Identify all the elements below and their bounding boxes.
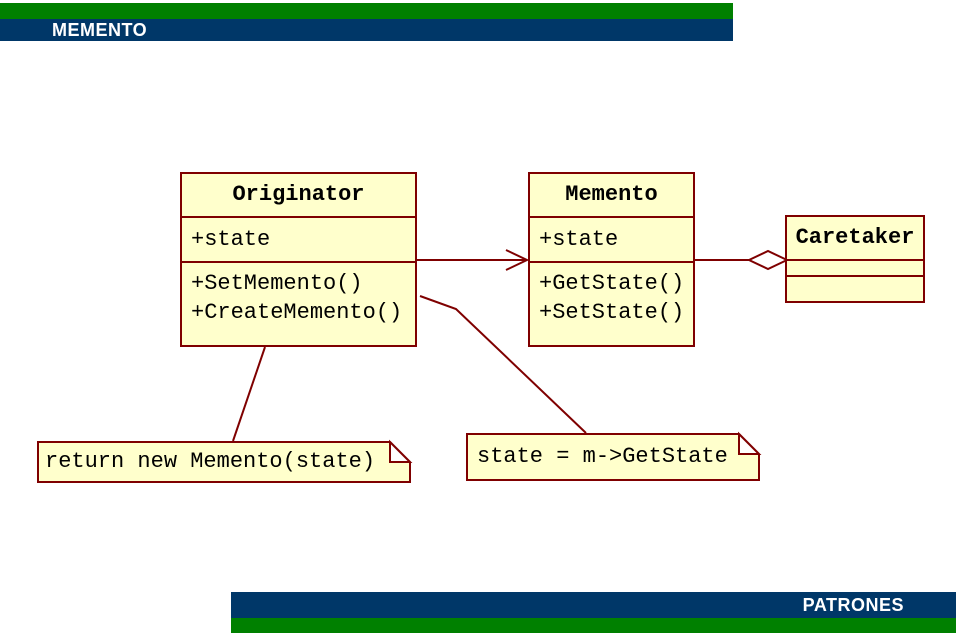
note2-anchor-line xyxy=(419,295,587,434)
class-title: Originator xyxy=(182,174,415,218)
class-box-memento: Memento +state +GetState() +SetState() xyxy=(528,172,695,347)
class-attribute: +state xyxy=(530,218,693,263)
bottom-navy-bar xyxy=(231,592,956,618)
top-navy-bar xyxy=(0,19,733,41)
note1-shape xyxy=(37,441,411,483)
class-box-caretaker: Caretaker xyxy=(785,215,925,303)
aggregation-diamond-icon xyxy=(746,249,790,271)
note-text: state = m->GetState xyxy=(477,444,728,469)
class-attribute: +state xyxy=(182,218,415,263)
page-title: MEMENTO xyxy=(52,20,148,40)
note2-fold-icon xyxy=(738,431,762,455)
note-text: return new Memento(state) xyxy=(45,449,376,474)
class-empty-methods xyxy=(787,277,923,361)
top-green-bar xyxy=(0,3,733,19)
class-title: Memento xyxy=(530,174,693,218)
note1-fold-icon xyxy=(389,439,413,463)
open-arrowhead-icon xyxy=(505,249,530,271)
class-box-originator: Originator +state +SetMemento() +CreateM… xyxy=(180,172,417,347)
note1-anchor-line xyxy=(232,346,266,442)
bottom-green-bar xyxy=(231,618,956,633)
class-methods: +SetMemento() +CreateMemento() xyxy=(182,263,415,327)
class-method: +CreateMemento() xyxy=(191,300,403,325)
class-title: Caretaker xyxy=(787,217,923,261)
class-method: +GetState() xyxy=(539,271,685,296)
class-methods: +GetState() +SetState() xyxy=(530,263,693,327)
note2-shape xyxy=(466,433,760,481)
class-method: +SetState() xyxy=(539,300,685,325)
class-empty-attributes xyxy=(787,261,923,277)
footer-title: PATRONES xyxy=(802,595,904,615)
class-method: +SetMemento() xyxy=(191,271,363,296)
